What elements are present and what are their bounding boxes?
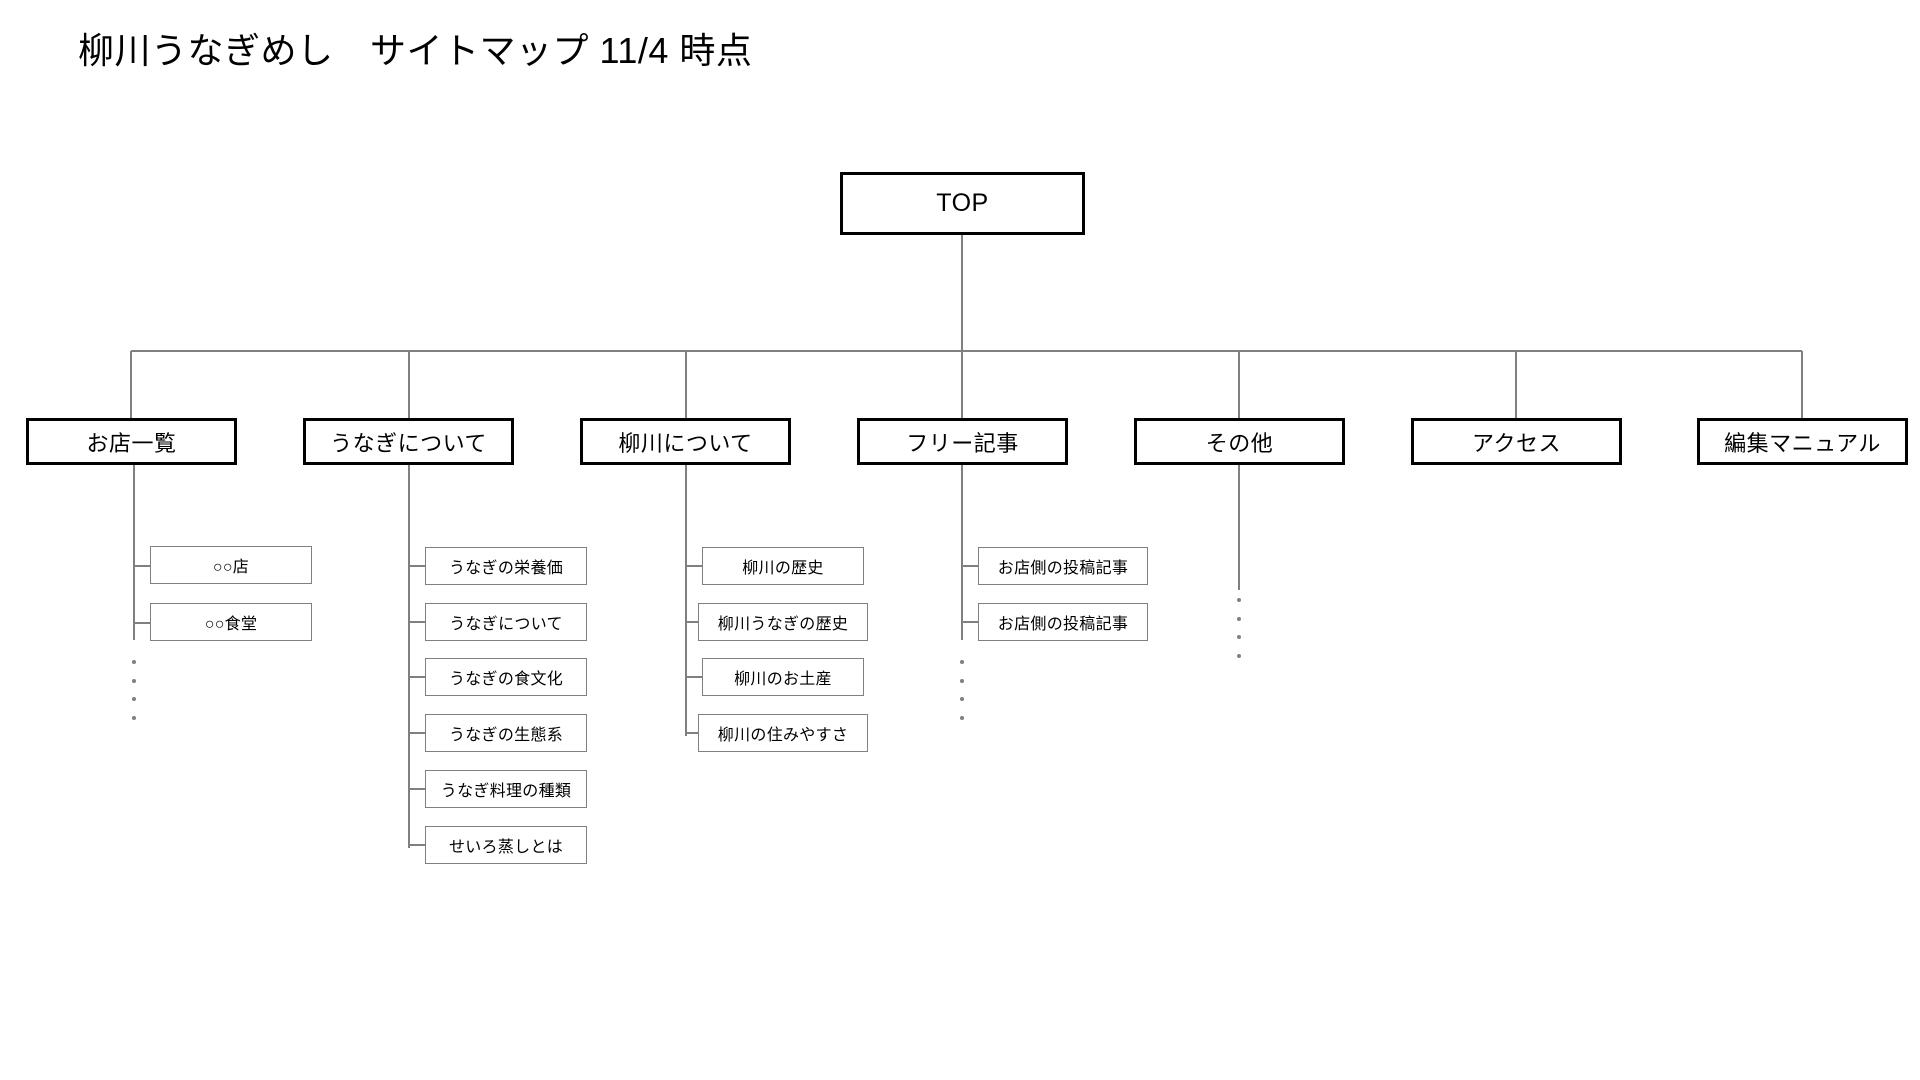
node-free-kiji[interactable]: フリー記事 (857, 418, 1068, 465)
node-label: お店一覧 (86, 430, 177, 456)
node-unagi-child[interactable]: うなぎの栄養価 (425, 547, 587, 585)
node-label: フリー記事 (906, 430, 1019, 456)
node-label: ○○食堂 (204, 616, 258, 633)
node-label: うなぎについて (330, 430, 487, 456)
node-unagi-child[interactable]: うなぎについて (425, 603, 587, 641)
node-label: アクセス (1472, 430, 1561, 456)
node-label: 柳川うなぎの歴史 (717, 616, 849, 633)
node-label: お店側の投稿記事 (997, 560, 1129, 577)
node-label: 柳川の住みやすさ (717, 727, 849, 744)
ellipsis-dots-sonota (1233, 598, 1245, 658)
node-unagi-child[interactable]: うなぎの食文化 (425, 658, 587, 696)
node-label: 柳川のお土産 (734, 671, 832, 688)
node-label: 柳川の歴史 (742, 560, 824, 577)
node-label: うなぎの栄養価 (448, 560, 564, 577)
page-title: 柳川うなぎめし サイトマップ 11/4 時点 (78, 30, 753, 71)
node-access[interactable]: アクセス (1411, 418, 1622, 465)
node-label: 編集マニュアル (1724, 430, 1881, 456)
node-top[interactable]: TOP (840, 172, 1085, 235)
node-label: うなぎの食文化 (448, 671, 564, 688)
ellipsis-dots-shop (128, 660, 140, 720)
node-yanagawa-child[interactable]: 柳川のお土産 (702, 658, 864, 696)
ellipsis-dots-free-kiji (956, 660, 968, 720)
node-label: その他 (1205, 430, 1274, 456)
node-top-label: TOP (936, 189, 989, 217)
node-henshu-manual[interactable]: 編集マニュアル (1697, 418, 1908, 465)
node-free-kiji-child[interactable]: お店側の投稿記事 (978, 547, 1148, 585)
node-free-kiji-child[interactable]: お店側の投稿記事 (978, 603, 1148, 641)
node-label: うなぎ料理の種類 (440, 783, 572, 800)
node-label: せいろ蒸しとは (448, 839, 564, 856)
node-unagi-nitsuite[interactable]: うなぎについて (303, 418, 514, 465)
node-shop-item[interactable]: ○○店 (150, 546, 312, 584)
node-label: 柳川について (618, 430, 753, 456)
node-label: ○○店 (212, 559, 250, 576)
node-oten-ichiran[interactable]: お店一覧 (26, 418, 237, 465)
node-unagi-child[interactable]: うなぎの生態系 (425, 714, 587, 752)
node-unagi-child[interactable]: うなぎ料理の種類 (425, 770, 587, 808)
node-yanagawa-nitsuite[interactable]: 柳川について (580, 418, 791, 465)
node-unagi-child[interactable]: せいろ蒸しとは (425, 826, 587, 864)
node-label: うなぎについて (449, 616, 563, 633)
node-label: うなぎの生態系 (448, 727, 564, 744)
node-sonota[interactable]: その他 (1134, 418, 1345, 465)
node-yanagawa-child[interactable]: 柳川の住みやすさ (698, 714, 868, 752)
node-label: お店側の投稿記事 (997, 616, 1129, 633)
node-yanagawa-child[interactable]: 柳川うなぎの歴史 (698, 603, 868, 641)
node-yanagawa-child[interactable]: 柳川の歴史 (702, 547, 864, 585)
node-shop-item[interactable]: ○○食堂 (150, 603, 312, 641)
